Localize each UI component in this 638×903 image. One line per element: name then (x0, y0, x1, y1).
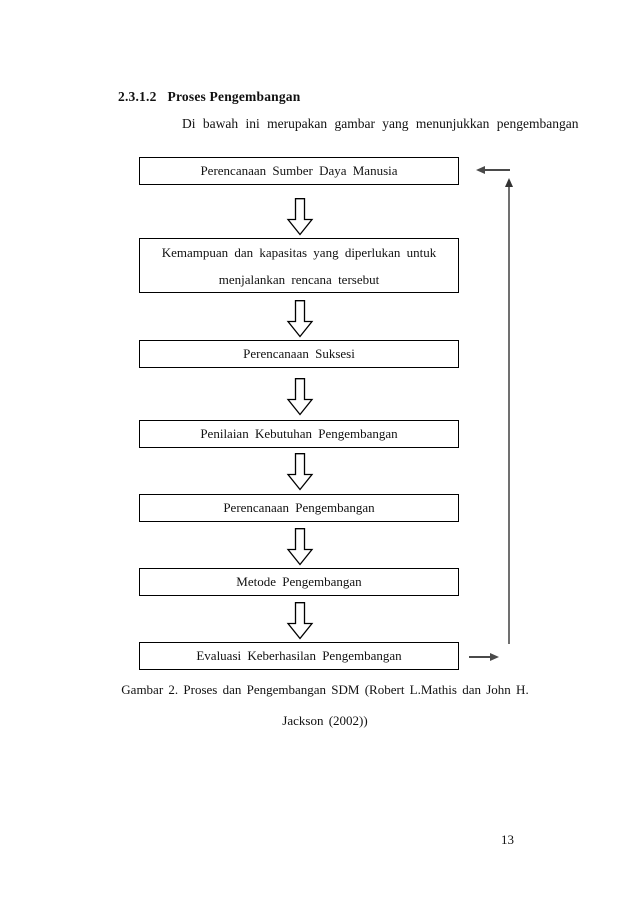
flowchart-box-perencanaan-suksesi: Perencanaan Suksesi (139, 340, 459, 368)
flowchart-box-evaluasi-keberhasilan: Evaluasi Keberhasilan Pengembangan (139, 642, 459, 670)
flowchart-box-penilaian-kebutuhan: Penilaian Kebutuhan Pengembangan (139, 420, 459, 448)
flowchart-box-label: Metode Pengembangan (236, 574, 362, 589)
flowchart-box-label: Penilaian Kebutuhan Pengembangan (200, 426, 398, 441)
flowchart-box-label: Perencanaan Pengembangan (223, 500, 375, 515)
down-block-arrow-icon (286, 453, 314, 491)
section-heading: 2.3.1.2 Proses Pengembangan (118, 89, 300, 105)
flowchart-box-perencanaan-pengembangan: Perencanaan Pengembangan (139, 494, 459, 522)
down-block-arrow-icon (286, 602, 314, 640)
section-number: 2.3.1.2 (118, 89, 157, 104)
flowchart-box-label: Evaluasi Keberhasilan Pengembangan (196, 648, 402, 663)
figure-caption-line2: Jackson (2002)) (282, 713, 368, 728)
flowchart-box-metode-pengembangan: Metode Pengembangan (139, 568, 459, 596)
down-block-arrow-icon (286, 528, 314, 566)
arrowhead-right-icon (490, 653, 499, 661)
section-title: Proses Pengembangan (167, 89, 301, 104)
intro-text: Di bawah ini merupakan gambar yang menun… (182, 116, 579, 131)
flowchart-box-label: Kemampuan dan kapasitas yang diperlukan … (161, 244, 437, 260)
down-block-arrow-icon (286, 378, 314, 416)
flowchart-box-kemampuan-kapasitas: Kemampuan dan kapasitas yang diperlukan … (139, 238, 459, 293)
figure-caption: Gambar 2. Proses dan Pengembangan SDM (R… (90, 682, 560, 729)
flowchart-box-label: Perencanaan Suksesi (243, 346, 355, 361)
flowchart-box-perencanaan-sdm: Perencanaan Sumber Daya Manusia (139, 157, 459, 185)
arrowhead-up-icon (505, 178, 513, 187)
page-number: 13 (501, 832, 514, 847)
flowchart-box-label: menjalankan rencana tersebut (218, 271, 380, 287)
down-block-arrow-icon (286, 300, 314, 338)
down-block-arrow-icon (286, 198, 314, 236)
flowchart-box-label: Perencanaan Sumber Daya Manusia (200, 163, 398, 178)
arrowhead-left-icon (476, 166, 485, 174)
figure-caption-line1: Gambar 2. Proses dan Pengembangan SDM (R… (121, 682, 529, 697)
